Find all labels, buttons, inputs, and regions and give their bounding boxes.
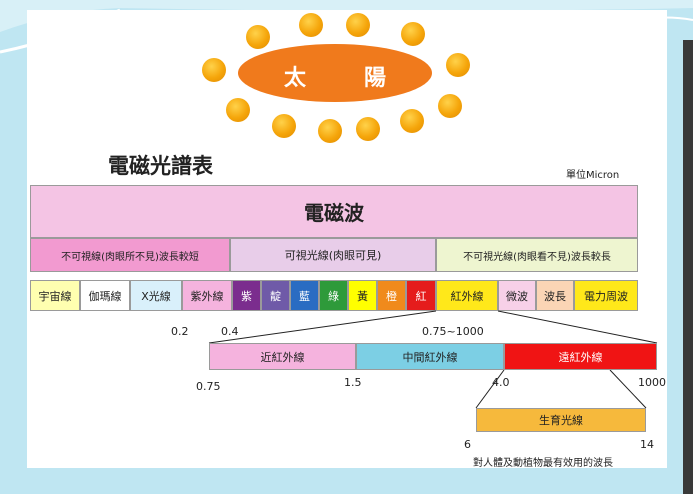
visible-color-label: 黃: [357, 289, 368, 303]
band-infrared-label: 紅外線: [450, 289, 484, 303]
sun-label-1: 太: [284, 66, 307, 91]
scale-0-2: 0.2: [171, 325, 189, 338]
sun-ray: [318, 119, 342, 143]
sun-ray: [272, 114, 296, 138]
sun-ray: [226, 98, 250, 122]
growth-light-bar: 生育光線: [476, 408, 646, 432]
ir-mid: 中間紅外線: [356, 343, 504, 370]
band-cosmic: 宇宙線: [30, 280, 80, 311]
group-invisible-short-label: 不可視線(肉眼所不見)波長較短: [61, 251, 199, 263]
growth-light-label: 生育光線: [539, 414, 583, 427]
band-gamma-label: 伽瑪線: [88, 289, 122, 303]
ir-scale-1-5: 1.5: [344, 376, 362, 389]
band-wave: 波長: [536, 280, 574, 311]
sun-ray: [356, 117, 380, 141]
visible-color-0: 紫: [232, 280, 261, 311]
sun-ray: [401, 22, 425, 46]
visible-color-1: 靛: [261, 280, 290, 311]
ir-scale-4-0: 4.0: [492, 376, 510, 389]
band-microwave: 微波: [498, 280, 536, 311]
band-uv: 紫外線: [182, 280, 232, 311]
visible-color-label: 紅: [415, 289, 427, 303]
ir-scale-1000: 1000: [638, 376, 666, 389]
band-power-label: 電力周波: [584, 289, 628, 303]
band-xray: X光線: [130, 280, 182, 311]
sun-ray: [299, 13, 323, 37]
visible-color-2: 藍: [290, 280, 319, 311]
band-infrared: 紅外線: [436, 280, 498, 311]
growth-note: 對人體及動植物最有效用的波長: [473, 458, 613, 469]
growth-max: 14: [640, 438, 654, 451]
visible-color-label: 藍: [299, 289, 310, 303]
visible-color-4: 黃: [348, 280, 377, 311]
band-power: 電力周波: [574, 280, 638, 311]
band-wave-label: 波長: [544, 289, 566, 303]
scale-0-75-1000: 0.75~1000: [422, 325, 484, 338]
sun-ray: [346, 13, 370, 37]
ir-far: 遠紅外線: [504, 343, 657, 370]
band-cosmic-label: 宇宙線: [38, 289, 72, 303]
em-wave-bar: 電磁波: [30, 185, 638, 238]
sun-ray: [400, 109, 424, 133]
scale-0-4: 0.4: [221, 325, 239, 338]
band-xray-label: X光線: [141, 289, 171, 303]
group-visible: 可視光線(肉眼可見): [230, 238, 436, 272]
visible-color-label: 靛: [270, 289, 281, 303]
sun-ray: [446, 53, 470, 77]
visible-color-5: 橙: [377, 280, 406, 311]
sun-ray: [438, 94, 462, 118]
group-visible-label: 可視光線(肉眼可見): [284, 249, 382, 262]
unit-label: 單位Micron: [566, 170, 620, 181]
visible-color-label: 綠: [328, 289, 339, 303]
ir-scale-0-75: 0.75: [196, 380, 221, 393]
band-gamma: 伽瑪線: [80, 280, 130, 311]
group-invisible-short: 不可視線(肉眼所不見)波長較短: [30, 238, 230, 272]
visible-color-label: 紫: [241, 289, 252, 303]
page-title: 電磁光譜表: [108, 154, 213, 178]
sun-ray: [246, 25, 270, 49]
growth-min: 6: [464, 438, 471, 451]
window-edge: [683, 40, 693, 494]
group-invisible-long: 不可視光線(肉眼看不見)波長較長: [436, 238, 638, 272]
visible-color-label: 橙: [386, 289, 397, 303]
ir-far-label: 遠紅外線: [558, 350, 603, 364]
group-invisible-long-label: 不可視光線(肉眼看不見)波長較長: [463, 251, 611, 263]
band-microwave-label: 微波: [506, 289, 528, 303]
sun-ray: [202, 58, 226, 82]
em-wave-label: 電磁波: [304, 201, 364, 225]
ir-near-label: 近紅外線: [260, 350, 305, 364]
sun-label-2: 陽: [364, 66, 387, 91]
visible-color-3: 綠: [319, 280, 348, 311]
ir-mid-label: 中間紅外線: [402, 350, 458, 364]
visible-color-6: 紅: [406, 280, 436, 311]
ir-near: 近紅外線: [209, 343, 356, 370]
band-uv-label: 紫外線: [190, 289, 224, 303]
sun-ellipse: [238, 44, 432, 102]
